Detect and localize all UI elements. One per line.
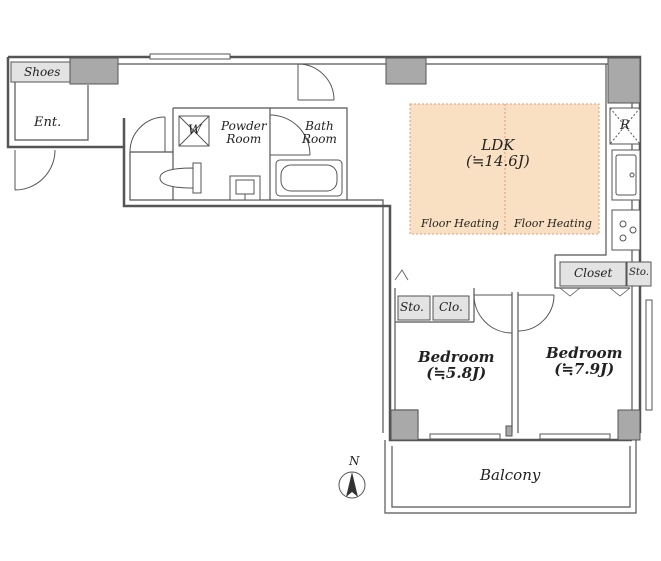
compass-north-label: N	[349, 454, 360, 468]
floor-heating-left-label: Floor Heating	[421, 217, 499, 230]
powder-room-label: Powder Room	[221, 120, 267, 145]
bath-room-label: Bath Room	[302, 120, 337, 145]
washer-label: W	[188, 123, 202, 138]
bedroom2-size: (≒7.9J)	[554, 359, 615, 378]
stove	[611, 209, 641, 251]
refrigerator	[609, 107, 641, 145]
storage-left-label: Sto.	[400, 300, 424, 314]
powder-room-line1: Powder	[221, 119, 267, 133]
bath-room-line2: Room	[302, 131, 337, 146]
closet-small-label: Clo.	[439, 300, 463, 314]
shoe-cabinet	[10, 61, 71, 83]
hall-door	[297, 63, 335, 101]
bedroom1-size: (≒5.8J)	[426, 363, 487, 382]
toilet-door	[129, 116, 166, 153]
closet-label: Closet	[574, 266, 613, 280]
bedroom2-door	[517, 294, 555, 332]
kitchen-sink	[611, 149, 641, 201]
powder-room-line2: Room	[226, 131, 262, 146]
entrance-door	[14, 149, 56, 191]
compass-icon	[338, 471, 366, 499]
ldk-size: (≒14.6J)	[466, 151, 530, 170]
storage-right-label: Sto.	[629, 267, 649, 278]
closet-doors	[394, 269, 631, 297]
floor-heating-right-label: Floor Heating	[514, 217, 592, 230]
bath-door	[269, 114, 311, 156]
ldk-name: LDK	[481, 136, 515, 154]
closet-boxes	[397, 261, 652, 321]
balcony-outline	[384, 440, 637, 514]
bedroom1-name: Bedroom	[418, 348, 495, 366]
entrance-label: Ent.	[34, 115, 62, 130]
washer-box	[178, 115, 210, 147]
washbasin	[229, 175, 261, 201]
bedroom2-name: Bedroom	[546, 344, 623, 362]
columns	[69, 57, 641, 441]
balcony-label: Balcony	[480, 466, 541, 484]
toilet-fixture	[159, 162, 202, 194]
refrigerator-label: R	[620, 118, 630, 133]
bedroom1-door	[473, 294, 513, 334]
bedroom2-label: Bedroom (≒7.9J)	[546, 344, 623, 378]
shoes-label: Shoes	[24, 65, 61, 79]
windows	[149, 53, 653, 440]
bath-room-line1: Bath	[305, 119, 334, 133]
bedroom1-label: Bedroom (≒5.8J)	[418, 348, 495, 382]
bathtub	[275, 159, 343, 197]
ldk-label: LDK (≒14.6J)	[466, 136, 530, 170]
